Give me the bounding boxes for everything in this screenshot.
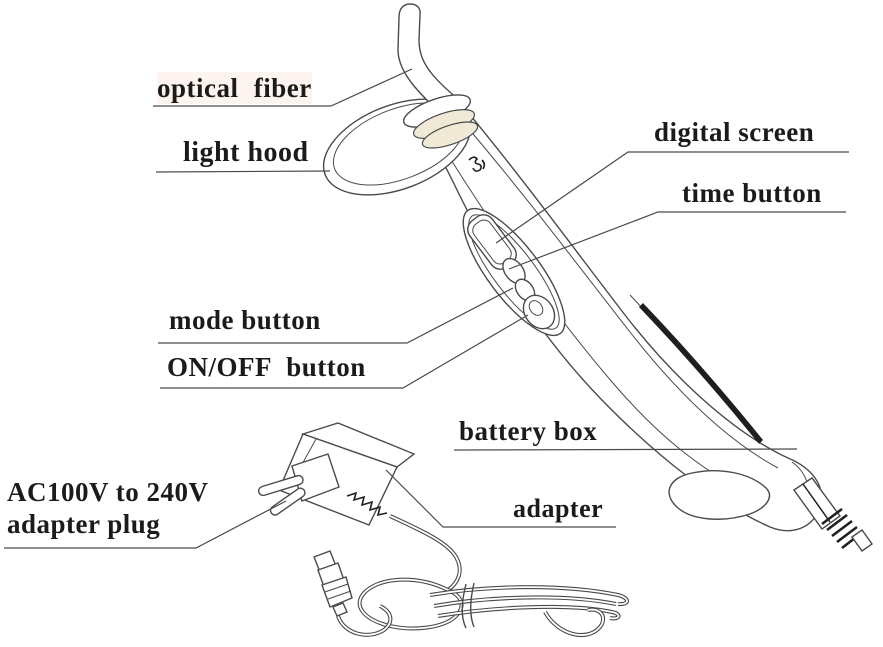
tail-grip-drawing	[668, 470, 771, 520]
dc-plug-drawing	[313, 550, 353, 617]
label-adapter-plug-line1: AC100V to 240V	[7, 477, 209, 507]
label-battery-box: battery box	[459, 416, 598, 446]
adapter-drawing	[257, 422, 416, 526]
leader-digital-screen	[495, 151, 849, 244]
leader-optical-fiber	[153, 68, 413, 107]
label-digital-screen: digital screen	[654, 117, 815, 147]
brand-mark	[468, 156, 486, 172]
leader-light-hood	[155, 170, 331, 173]
power-cord-plug-drawing	[793, 477, 873, 552]
label-adapter: adapter	[513, 494, 604, 523]
battery-box-seam-drawing	[639, 303, 763, 444]
leader-adapter-plug	[4, 500, 287, 549]
label-mode-button: mode button	[169, 305, 321, 335]
optical-fiber-drawing	[397, 3, 459, 117]
label-on-off-button: ON/OFF button	[167, 352, 366, 382]
label-optical-fiber: optical fiber	[157, 72, 312, 105]
adapter-pins-drawing	[257, 474, 306, 516]
label-adapter-plug: AC100V to 240V adapter plug	[7, 476, 209, 541]
strain-relief-drawing	[346, 491, 388, 517]
handpiece-body-drawing	[428, 109, 822, 532]
control-panel-drawing	[462, 207, 566, 337]
adapter-cord-drawing	[313, 514, 629, 638]
label-light-hood: light hood	[183, 137, 309, 168]
leader-time-button	[508, 211, 846, 270]
leader-on-off-button	[160, 314, 529, 389]
label-adapter-plug-line2: adapter plug	[7, 509, 161, 540]
leader-adapter	[385, 469, 616, 528]
leader-lines	[4, 68, 849, 549]
collar-rings-drawing	[402, 94, 479, 149]
leader-battery-box	[453, 448, 798, 451]
on-off-button-drawing	[522, 294, 556, 330]
leader-mode-button	[158, 287, 514, 344]
label-time-button: time button	[682, 178, 822, 208]
